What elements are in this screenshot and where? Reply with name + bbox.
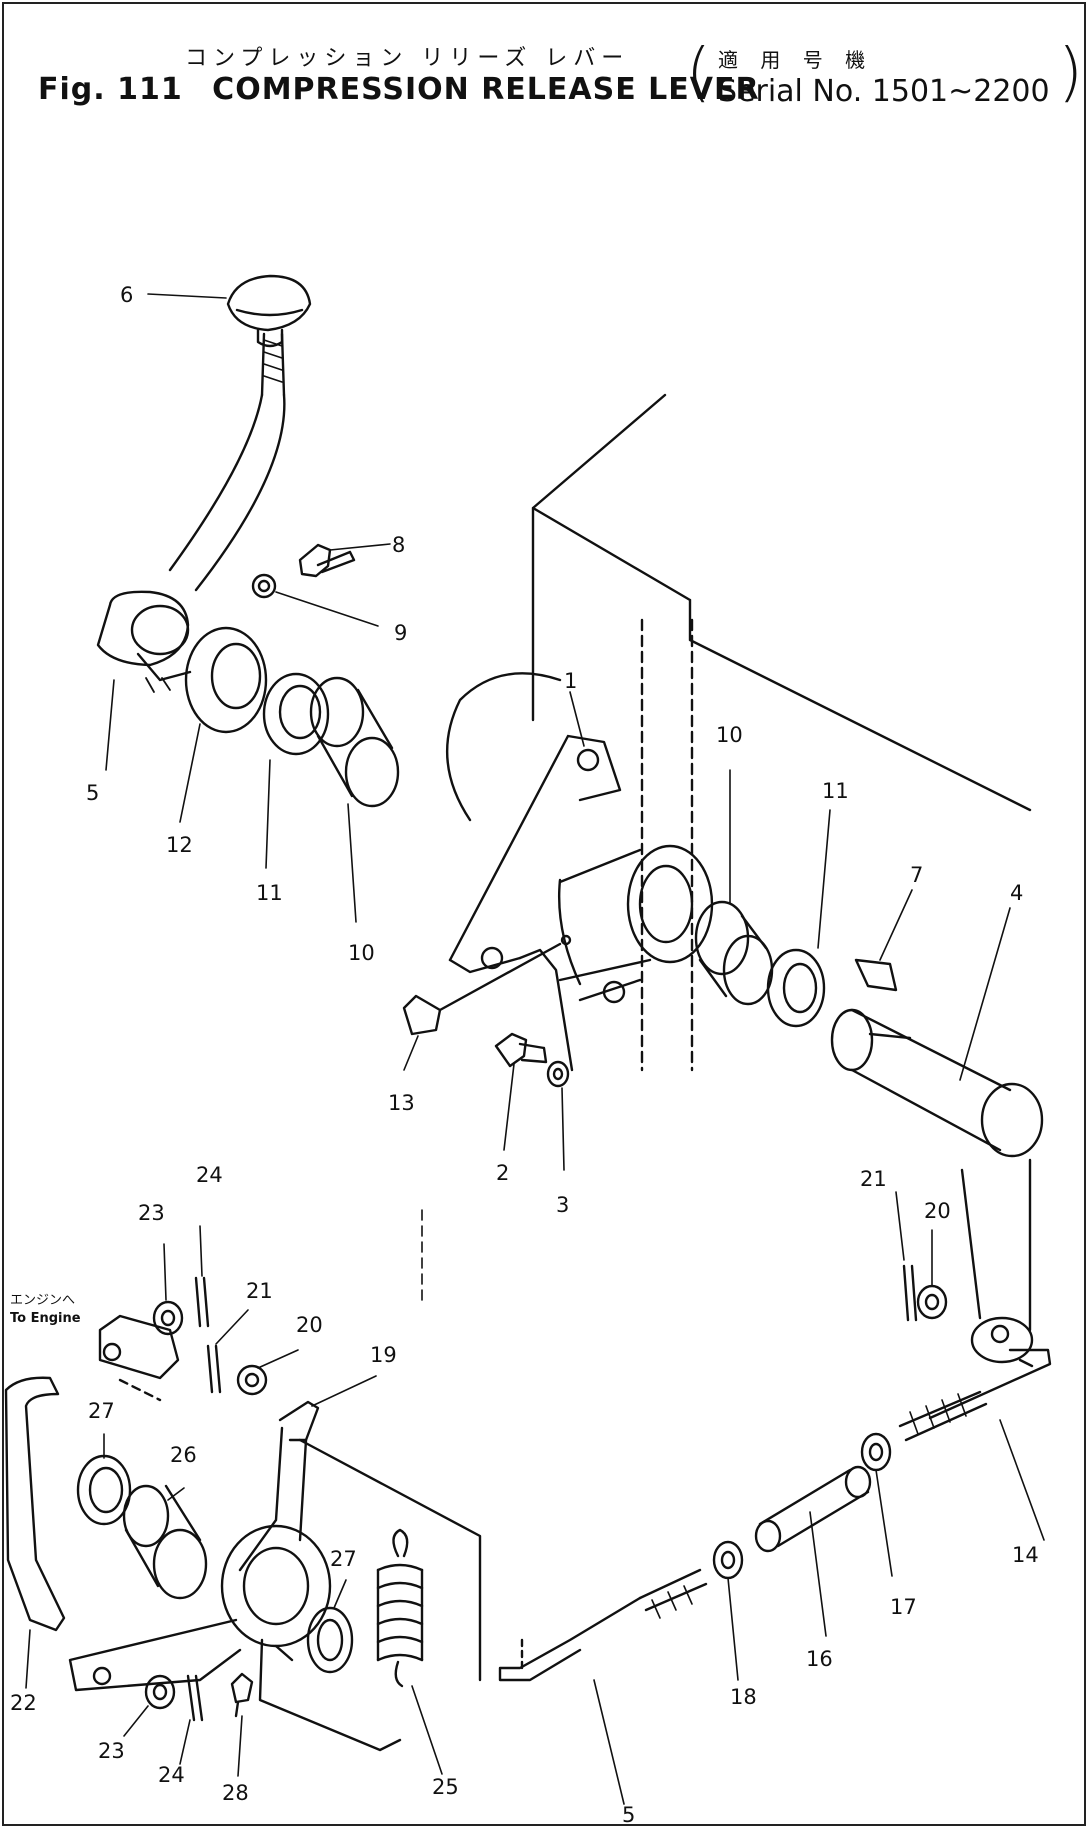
callout-27-left: 27 xyxy=(88,1399,115,1423)
rod-part-14 xyxy=(898,1348,1052,1442)
callout-9: 9 xyxy=(394,621,407,645)
pin-part-21-right xyxy=(902,1264,918,1322)
callout-7: 7 xyxy=(910,863,923,887)
callout-23-upper: 23 xyxy=(138,1201,165,1225)
title-japanese: コンプレッション リリーズ レバー xyxy=(185,46,630,71)
callout-4: 4 xyxy=(1010,881,1023,905)
seal-part-11-right xyxy=(766,948,826,1028)
callout-20-mid: 20 xyxy=(296,1313,323,1337)
callout-10-upper: 10 xyxy=(348,941,375,965)
bushing-part-10-right xyxy=(694,900,774,1006)
callout-3: 3 xyxy=(556,1193,569,1217)
serial-number: Serial No. 1501~2200 xyxy=(718,74,1050,109)
nut-part-20-right xyxy=(916,1284,948,1320)
callout-14: 14 xyxy=(1012,1543,1039,1567)
pin-part-21-mid xyxy=(206,1344,222,1394)
knob-part-6 xyxy=(226,274,312,348)
callout-24-upper: 24 xyxy=(196,1163,223,1187)
bushing-part-26 xyxy=(122,1484,208,1600)
nut-part-18 xyxy=(712,1540,744,1580)
pin-part-24-lower xyxy=(186,1674,204,1722)
bolt-part-8-upper xyxy=(298,543,356,578)
seal-part-11-upper xyxy=(262,672,330,756)
key-part-7 xyxy=(854,958,898,992)
washer-part-9-upper xyxy=(251,573,277,599)
lever-part-19 xyxy=(68,1400,482,1752)
callout-13: 13 xyxy=(388,1091,415,1115)
figure-name: COMPRESSION RELEASE LEVER xyxy=(212,72,760,107)
nut-part-20-mid xyxy=(236,1364,268,1396)
turnbuckle-part-16 xyxy=(754,1465,872,1553)
shaft-part-4 xyxy=(830,1008,1044,1364)
callout-5-lower: 5 xyxy=(622,1803,635,1827)
callout-16: 16 xyxy=(806,1647,833,1671)
callout-2: 2 xyxy=(496,1161,509,1185)
callout-23-lower: 23 xyxy=(98,1739,125,1763)
callout-11-upper: 11 xyxy=(256,881,283,905)
callout-6: 6 xyxy=(120,283,133,307)
callout-21-right: 21 xyxy=(860,1167,887,1191)
seal-part-27-right xyxy=(306,1606,354,1674)
grease-fitting-part-13 xyxy=(402,934,572,1036)
callout-10-right: 10 xyxy=(716,723,743,747)
serial-japanese: 適 用 号 機 xyxy=(718,48,874,72)
callout-12: 12 xyxy=(166,833,193,857)
bracket-part-1 xyxy=(445,672,714,1072)
callout-1: 1 xyxy=(564,669,577,693)
callout-26: 26 xyxy=(170,1443,197,1467)
figure-title: Fig. 111 COMPRESSION RELEASE LEVER xyxy=(38,72,778,107)
bushing-part-10-upper xyxy=(309,676,400,808)
washer-part-23-upper xyxy=(152,1300,184,1336)
callout-24-lower: 24 xyxy=(158,1763,185,1787)
callout-labels: 1 2 3 4 5 5 6 7 8 9 10 10 11 11 12 13 14… xyxy=(10,283,1039,1827)
seal-part-27-left xyxy=(76,1454,132,1526)
nut-part-17 xyxy=(860,1432,892,1472)
thrust-washer-part-12 xyxy=(184,626,268,734)
washer-part-23-lower xyxy=(144,1674,176,1710)
note-english: To Engine xyxy=(10,1311,81,1326)
spring-part-25 xyxy=(376,1528,424,1688)
paren-open: ( xyxy=(686,36,711,110)
paren-close: ) xyxy=(1058,36,1083,110)
engine-link xyxy=(98,1314,180,1402)
callout-11-right: 11 xyxy=(822,779,849,803)
callout-17: 17 xyxy=(890,1595,917,1619)
engine-housing xyxy=(531,393,1032,1072)
callout-8: 8 xyxy=(392,533,405,557)
callout-21-mid: 21 xyxy=(246,1279,273,1303)
pin-part-24-upper xyxy=(194,1276,210,1328)
rod-part-22 xyxy=(4,1376,66,1632)
to-engine-note: エンジンへ To Engine xyxy=(10,1293,81,1326)
callout-25: 25 xyxy=(432,1775,459,1799)
washer-part-3 xyxy=(546,1060,570,1088)
bolt-part-2 xyxy=(494,1032,548,1068)
callout-27-right: 27 xyxy=(330,1547,357,1571)
lever-part-5-upper xyxy=(96,332,286,693)
figure-number: Fig. 111 xyxy=(38,72,183,107)
callout-5-upper: 5 xyxy=(86,781,99,805)
note-japanese: エンジンへ xyxy=(10,1293,75,1308)
leader-lines xyxy=(25,293,1045,1805)
callout-20-right: 20 xyxy=(924,1199,951,1223)
callout-28: 28 xyxy=(222,1781,249,1805)
rod-part-15-lower xyxy=(498,1568,708,1682)
callout-18: 18 xyxy=(730,1685,757,1709)
callout-22: 22 xyxy=(10,1691,37,1715)
fitting-part-28 xyxy=(230,1672,254,1718)
callout-19: 19 xyxy=(370,1343,397,1367)
